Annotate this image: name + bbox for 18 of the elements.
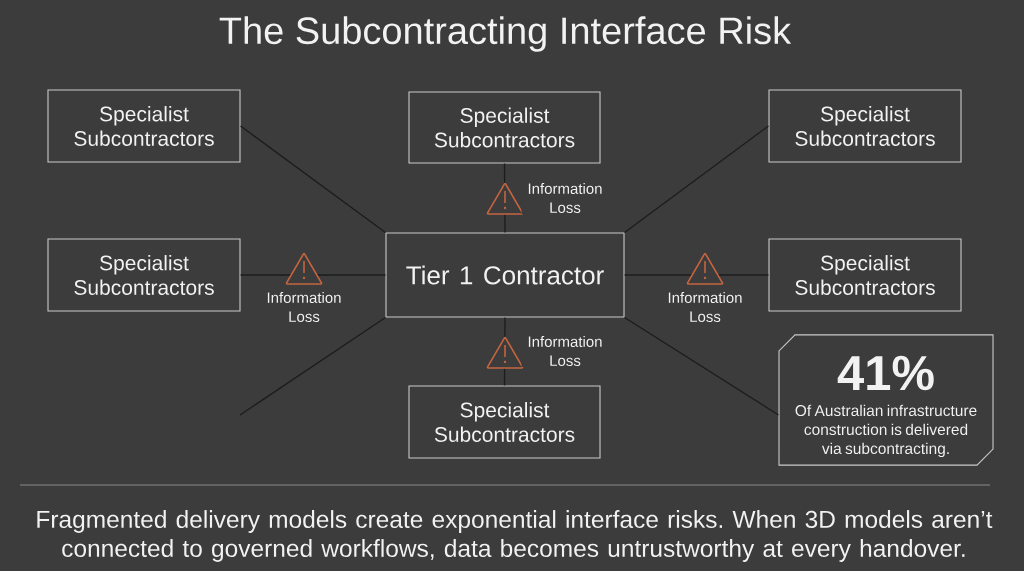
connector-line [623,125,770,234]
caption: Fragmented delivery models create exponential interface risks. When 3D models aren’t connected to governed workflows, data becomes untrustworthy at every handover. [37,510,993,562]
edge-label: Information Loss [521,335,609,367]
subcontractor-box: Specialist Subcontractors [47,238,241,312]
title: The Subcontracting Interface Risk [219,16,792,52]
subcontractor-box: Specialist Subcontractors [768,89,962,163]
connector-line [239,125,387,234]
subcontractor-box: Specialist Subcontractors [408,91,601,164]
stat-callout: 41% Of Australian infrastructure construction is delivered via subcontracting. [778,334,994,466]
connector-line [623,316,780,416]
edge-label: Information Loss [661,291,749,323]
edge-label: Information Loss [260,291,348,323]
connector-line [239,316,387,416]
subcontractor-box: Specialist Subcontractors [408,385,601,459]
subcontractor-box: Specialist Subcontractors [47,89,241,163]
edge-label: Information Loss [521,182,609,214]
contractor-box: Tier 1 Contractor [385,232,625,318]
subcontractor-box: Specialist Subcontractors [768,238,962,312]
